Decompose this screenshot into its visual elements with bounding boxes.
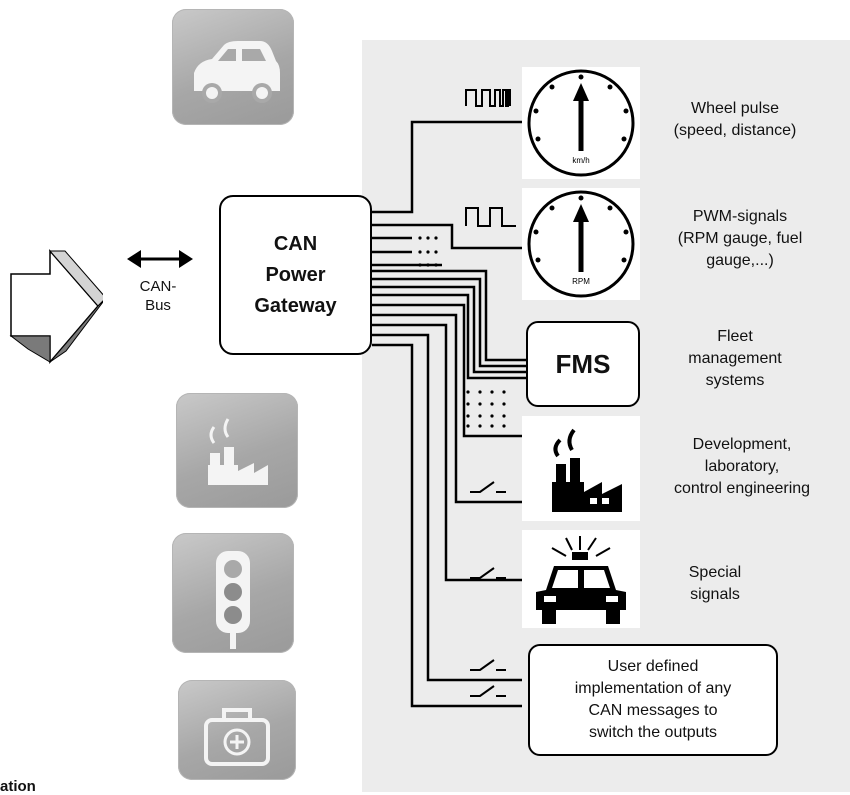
speed-dial-label: km/h (572, 156, 589, 165)
factory-icon (208, 418, 268, 485)
user-defined-label: User defined implementation of any CAN m… (574, 658, 732, 741)
first-aid-kit-icon (204, 708, 270, 766)
footer-caption: ation (0, 778, 36, 795)
speedometer-icon: km/h (527, 69, 635, 177)
rpm-gauge: RPM (522, 188, 640, 300)
tachometer-icon: RPM (527, 190, 635, 298)
pwm-signals-caption: PWM-signals (RPM gauge, fuel gauge,...) (677, 208, 803, 269)
can-power-gateway: CAN Power Gateway (219, 195, 372, 355)
factory-icon (552, 428, 622, 512)
gateway-label: CAN Power Gateway (254, 232, 337, 317)
arrow-icon (9, 249, 103, 365)
first-aid-tile (178, 680, 296, 780)
speed-gauge: km/h (522, 67, 640, 179)
pulse-signal-icon (465, 89, 511, 107)
factory-tile (176, 393, 298, 508)
rpm-dial-label: RPM (572, 277, 590, 286)
user-defined-box: User defined implementation of any CAN m… (528, 644, 778, 756)
car-tile (172, 9, 294, 125)
development-caption: Development, laboratory, control enginee… (673, 436, 811, 497)
fms-label: FMS (555, 348, 611, 379)
pwm-signal-icon (465, 207, 516, 227)
special-signals-caption: Special signals (688, 564, 742, 603)
factory-image (522, 416, 640, 521)
fms-box: FMS (526, 321, 640, 407)
wheel-pulse-caption: Wheel pulse (speed, distance) (673, 100, 797, 139)
traffic-light-tile (172, 533, 294, 653)
fms-caption: Fleet management systems (688, 328, 782, 389)
police-car-icon (536, 536, 626, 624)
traffic-light-icon (216, 551, 250, 649)
can-bus-arrow-icon (127, 250, 193, 268)
car-icon (194, 41, 280, 103)
can-bus-label: CAN- Bus (139, 278, 177, 314)
special-vehicle-image (522, 530, 640, 628)
